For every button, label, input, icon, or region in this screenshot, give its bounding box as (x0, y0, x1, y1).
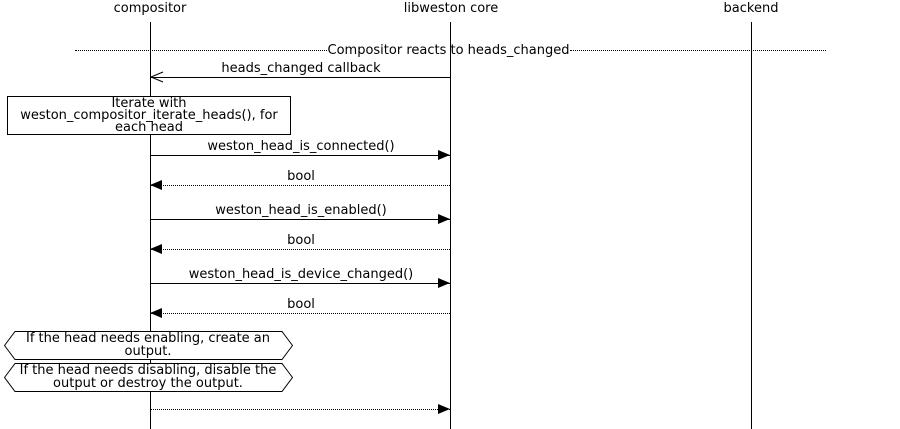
filled-arrowhead-left-icon (150, 244, 162, 254)
actor-label-backend: backend (723, 1, 779, 16)
filled-arrowhead-left-icon (150, 180, 162, 190)
message-label-is-device-changed: weston_head_is_device_changed() (188, 267, 414, 282)
message-line-is-connected (151, 155, 450, 156)
note-disable-output-text: If the head needs disabling, disable the… (19, 363, 277, 391)
hexagon-shape (4, 331, 293, 360)
divider-title: Compositor reacts to heads_changed (327, 43, 570, 58)
filled-arrowhead-left-icon (150, 308, 162, 318)
note-enable-output-text: If the head needs enabling, create an ou… (25, 331, 271, 359)
lifeline-backend (751, 22, 752, 429)
note-disable-output: If the head needs disabling, disable the… (4, 363, 293, 392)
message-label-bool-3: bool (287, 297, 315, 312)
actor-label-libweston-core: libweston core (403, 1, 499, 16)
lifeline-libweston-core (450, 22, 451, 429)
hexagon-shape (4, 363, 293, 392)
open-arrowhead-left-icon (150, 71, 164, 83)
divider-line-right (570, 50, 826, 51)
message-label-bool-1: bool (287, 169, 315, 184)
message-label-heads-changed-callback: heads_changed callback (221, 61, 381, 76)
filled-arrowhead-right-icon (438, 214, 450, 224)
message-line-is-enabled (151, 219, 450, 220)
note-iterate-heads: Iterate with weston_compositor_iterate_h… (7, 96, 291, 135)
divider-line-left (75, 50, 327, 51)
filled-arrowhead-right-icon (438, 404, 450, 414)
message-line-is-device-changed (151, 283, 450, 284)
note-enable-output: If the head needs enabling, create an ou… (4, 331, 293, 360)
actor-label-compositor: compositor (113, 1, 187, 16)
message-label-is-connected: weston_head_is_connected() (207, 139, 395, 154)
message-line-bool-1 (151, 185, 450, 186)
message-line-bool-2 (151, 249, 450, 250)
message-line-bool-3 (151, 313, 450, 314)
message-label-is-enabled: weston_head_is_enabled() (215, 203, 387, 218)
message-label-final (151, 394, 451, 408)
message-line-final (151, 409, 450, 410)
message-line-heads-changed-callback (150, 77, 450, 78)
filled-arrowhead-right-icon (438, 278, 450, 288)
lifeline-compositor (150, 22, 151, 429)
filled-arrowhead-right-icon (438, 150, 450, 160)
message-label-bool-2: bool (287, 233, 315, 248)
